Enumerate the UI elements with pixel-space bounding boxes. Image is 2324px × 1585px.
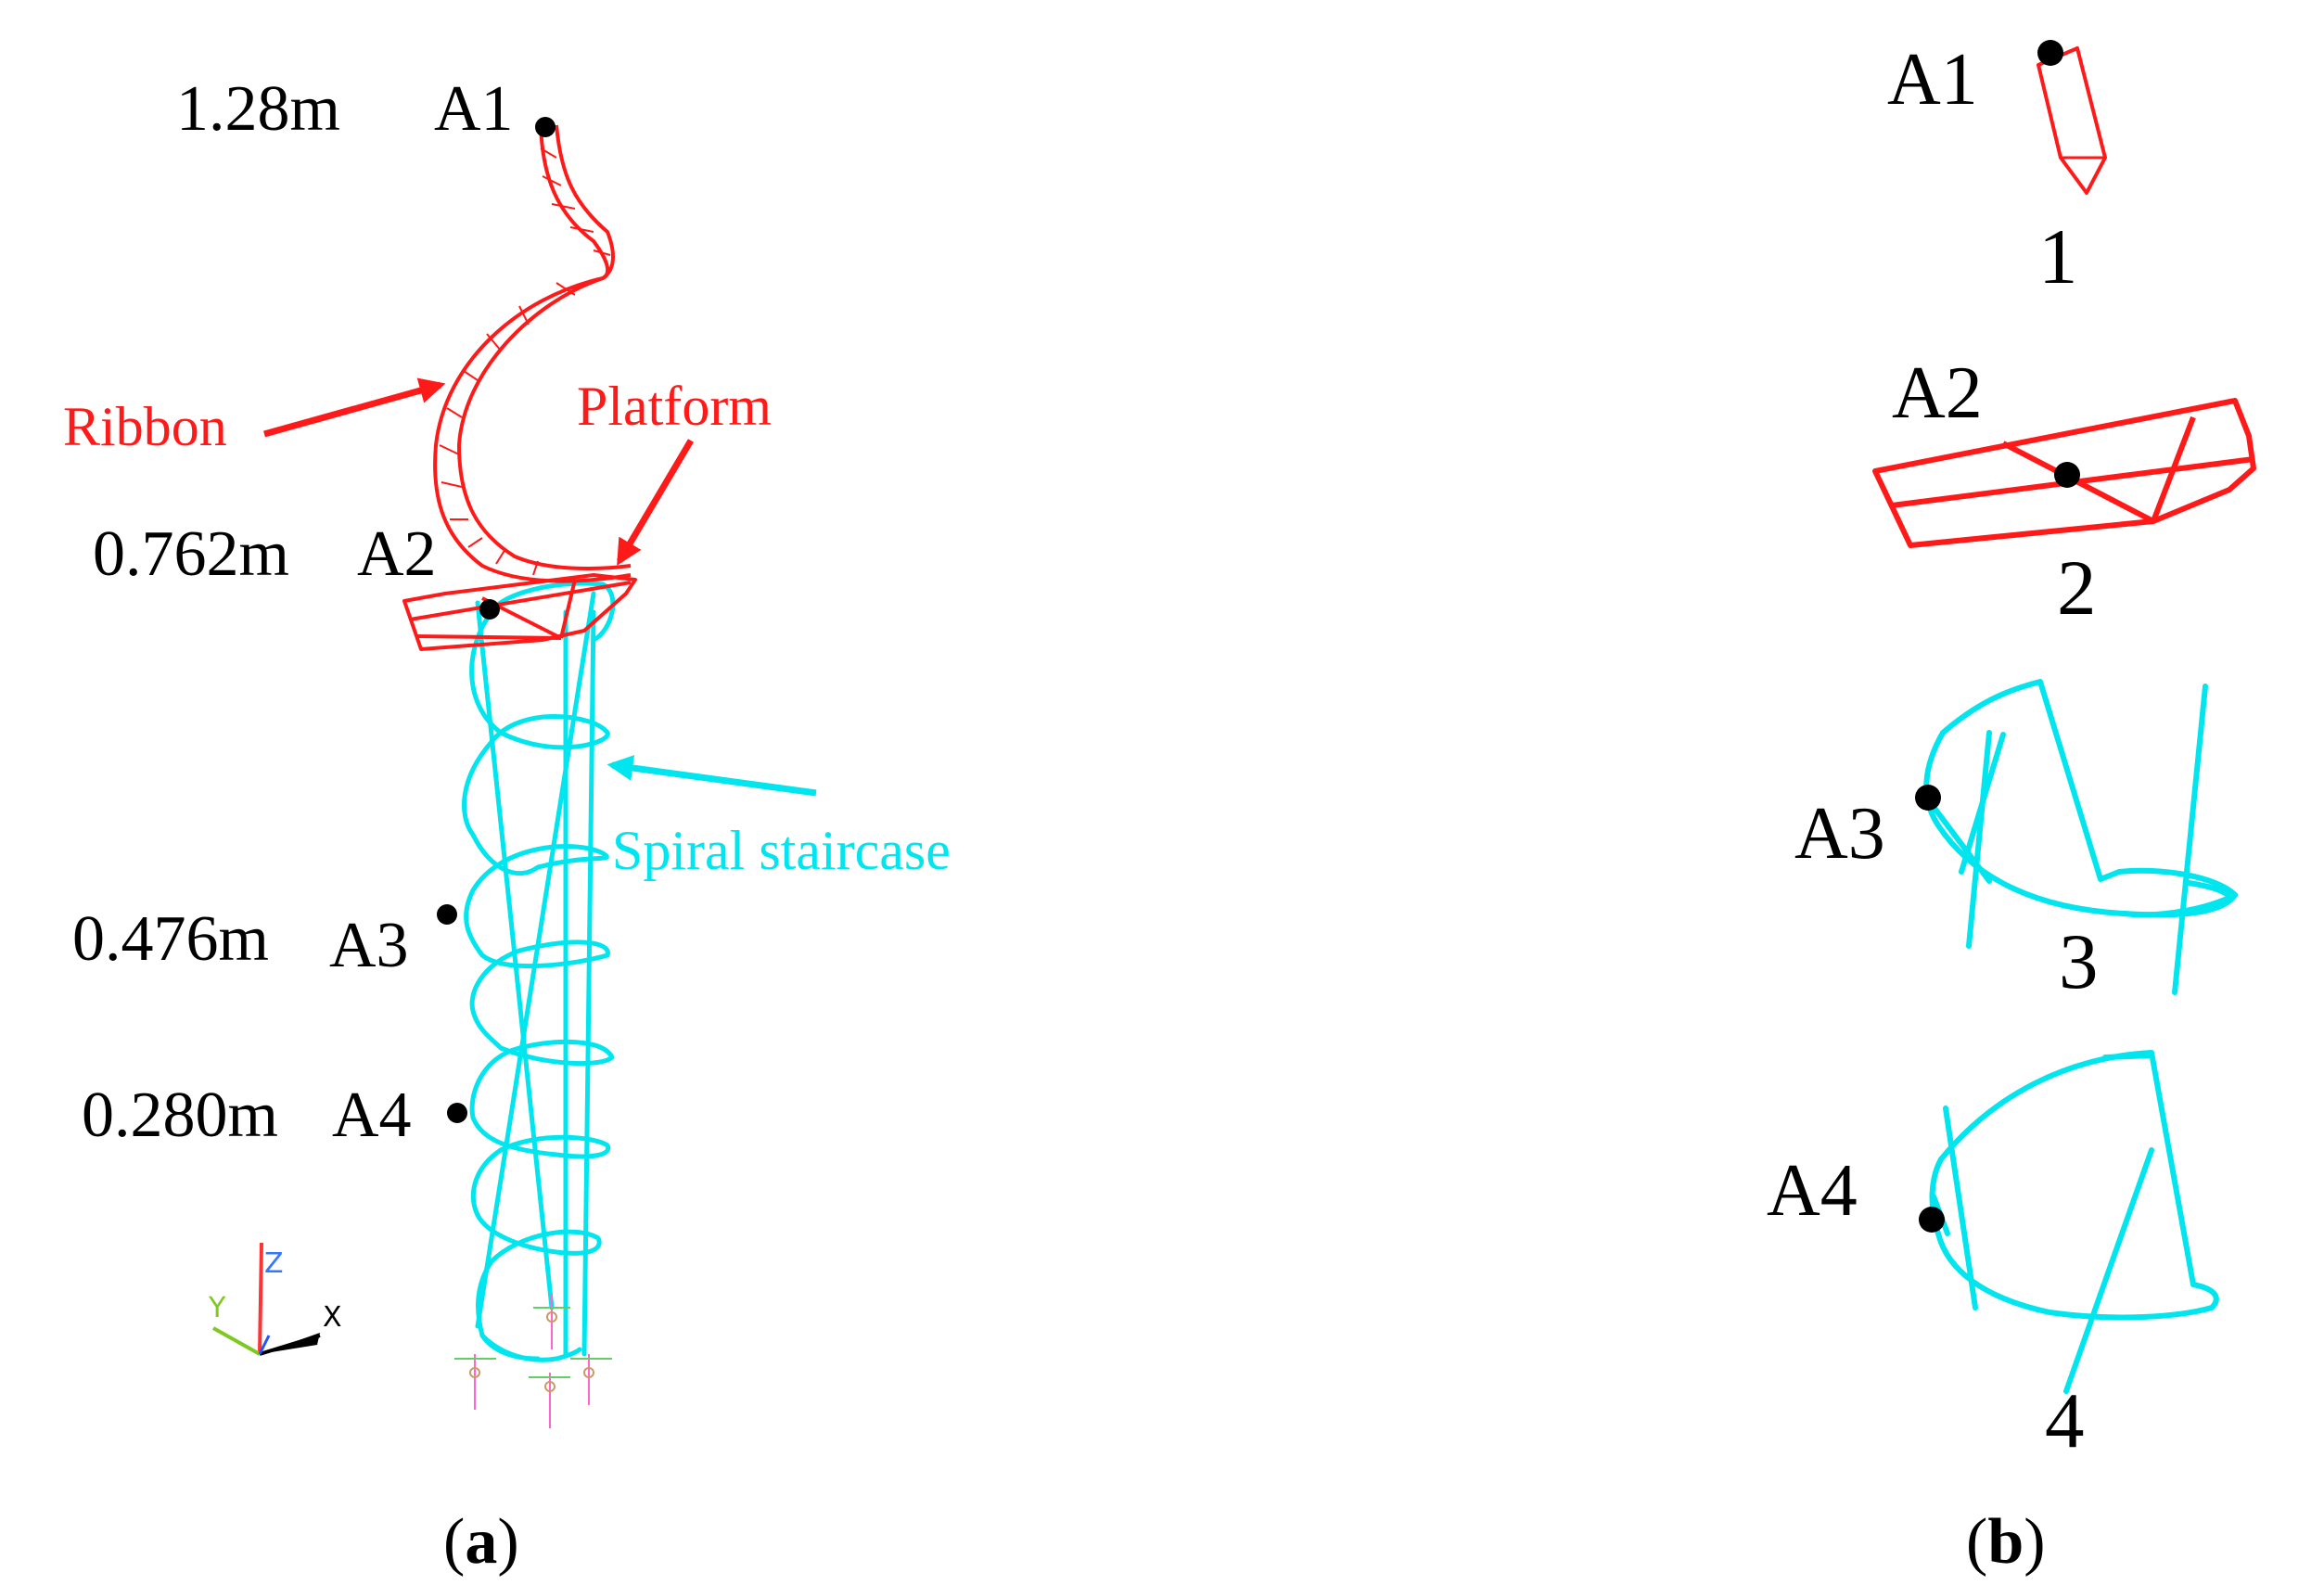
axis-y-label: Y xyxy=(208,1292,226,1324)
ribbon xyxy=(433,124,632,583)
shape-4 xyxy=(1929,1050,2219,1321)
shape-1 xyxy=(2037,46,2107,195)
mode-shape-2: A2 2 xyxy=(1872,352,2256,632)
mode-shape-3: A3 3 xyxy=(1794,679,2238,1005)
mode-shape-4: A4 4 xyxy=(1767,1050,2219,1464)
point-label-a4: A4 xyxy=(332,1080,412,1151)
ribbon-label: Ribbon xyxy=(63,396,227,457)
shape-2-point-label: A2 xyxy=(1892,352,1983,434)
axis-z-line xyxy=(258,1242,263,1355)
axis-triad: Z Y X xyxy=(208,1242,342,1356)
support-3 xyxy=(529,1373,570,1428)
supports xyxy=(454,1294,612,1428)
staircase-arrow xyxy=(607,755,817,797)
panel-a: 1.28m A1 0.762m A2 0.476m A3 0.280m A4 R… xyxy=(63,73,951,1578)
support-1 xyxy=(454,1354,496,1410)
shape-1-point xyxy=(2037,40,2063,66)
ribbon-arrow xyxy=(263,377,446,438)
shape-1-number: 1 xyxy=(2038,213,2078,300)
point-a4 xyxy=(447,1103,467,1123)
height-label-a3: 0.476m xyxy=(72,903,269,975)
shape-3 xyxy=(1923,679,2238,918)
shape-3-point-label: A3 xyxy=(1794,793,1885,875)
caption-b: (b) xyxy=(1966,1506,2046,1578)
axis-base-blue xyxy=(258,1335,271,1355)
ribbon-truss xyxy=(439,147,611,576)
shape-2-point xyxy=(2054,462,2080,488)
shape-2 xyxy=(1872,398,2256,548)
caption-a-open: ( xyxy=(443,1506,465,1578)
axis-y-line xyxy=(212,1326,261,1356)
shape-4-point-label: A4 xyxy=(1767,1150,1858,1232)
point-a1 xyxy=(535,117,555,137)
caption-b-close: ) xyxy=(2024,1506,2045,1578)
staircase-upper-loop xyxy=(489,581,616,643)
caption-b-letter: b xyxy=(1987,1506,2024,1578)
platform-arrow xyxy=(616,439,695,566)
height-label-a1: 1.28m xyxy=(176,73,340,145)
axis-x-line xyxy=(259,1334,321,1356)
point-a3 xyxy=(437,904,457,925)
support-2 xyxy=(533,1294,570,1349)
spiral-staircase xyxy=(462,581,616,1362)
axis-z-label: Z xyxy=(264,1247,284,1280)
support-4 xyxy=(570,1354,612,1405)
height-label-a2: 0.762m xyxy=(93,518,289,590)
ribbon-inner-edge xyxy=(457,124,632,570)
caption-b-open: ( xyxy=(1966,1506,1987,1578)
staircase-inner-line-2 xyxy=(475,600,555,1310)
point-a2 xyxy=(479,599,500,620)
staircase-helix-lower xyxy=(479,1333,582,1362)
caption-a-letter: a xyxy=(465,1506,497,1578)
point-label-a3: A3 xyxy=(329,910,409,981)
staircase-helix xyxy=(462,609,615,1361)
height-label-a4: 0.280m xyxy=(82,1080,278,1151)
panel-b: A1 1 A2 2 A3 3 xyxy=(1767,39,2256,1578)
staircase-label: Spiral staircase xyxy=(612,820,951,881)
axis-x-label: X xyxy=(323,1301,342,1334)
platform-outline xyxy=(402,573,637,651)
ribbon-outer-edge xyxy=(433,124,632,583)
shape-4-point xyxy=(1919,1207,1945,1233)
staircase-inner-line-1 xyxy=(475,591,596,1329)
mode-shape-1: A1 1 xyxy=(1887,39,2107,300)
point-label-a2: A2 xyxy=(357,518,437,590)
shape-1-point-label: A1 xyxy=(1887,39,1978,121)
platform xyxy=(402,573,637,651)
shape-4-number: 4 xyxy=(2045,1377,2085,1464)
staircase-inner-line-3 xyxy=(581,609,596,1357)
caption-a-close: ) xyxy=(497,1506,518,1578)
shape-2-number: 2 xyxy=(2057,544,2097,632)
point-label-a1: A1 xyxy=(434,73,514,145)
platform-label: Platform xyxy=(577,376,772,437)
shape-3-number: 3 xyxy=(2059,918,2099,1005)
shape-3-point xyxy=(1915,785,1941,811)
caption-a: (a) xyxy=(443,1506,519,1578)
